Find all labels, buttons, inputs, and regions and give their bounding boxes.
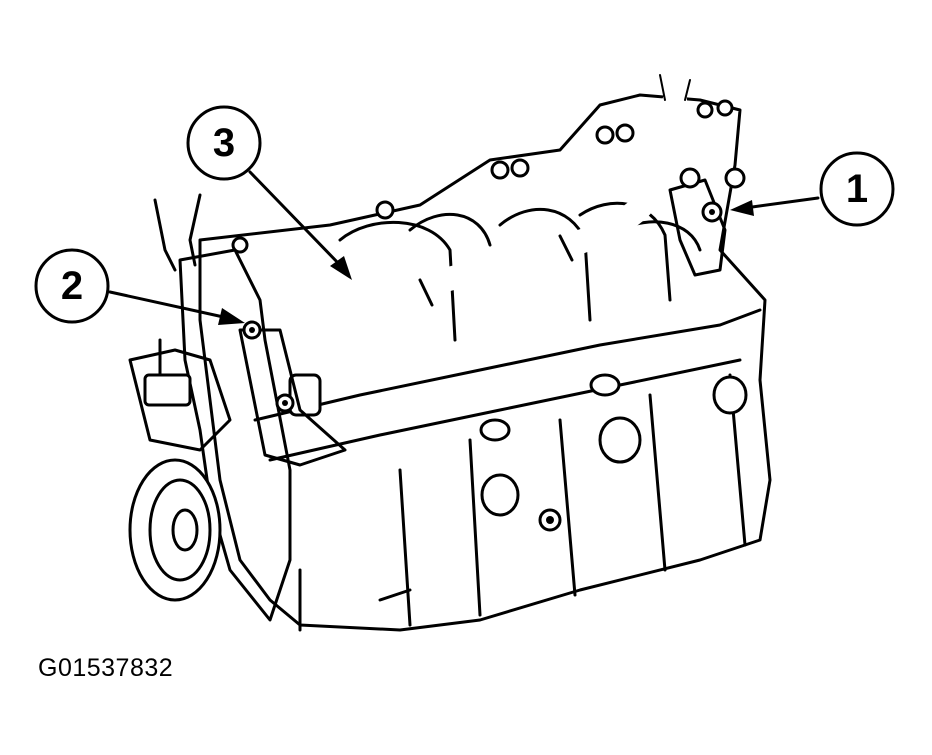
callout-1: 1 <box>730 151 895 227</box>
front-cover <box>128 193 292 622</box>
callout-3: 3 <box>186 105 352 280</box>
figure-id: G01537832 <box>38 654 174 682</box>
callout-1-label: 1 <box>846 167 868 211</box>
tube-bracket <box>238 320 347 467</box>
callout-2-label: 2 <box>61 264 83 308</box>
callout-3-label: 3 <box>213 121 235 165</box>
tube-mount-bracket <box>668 167 727 277</box>
callout-2: 2 <box>34 248 245 325</box>
